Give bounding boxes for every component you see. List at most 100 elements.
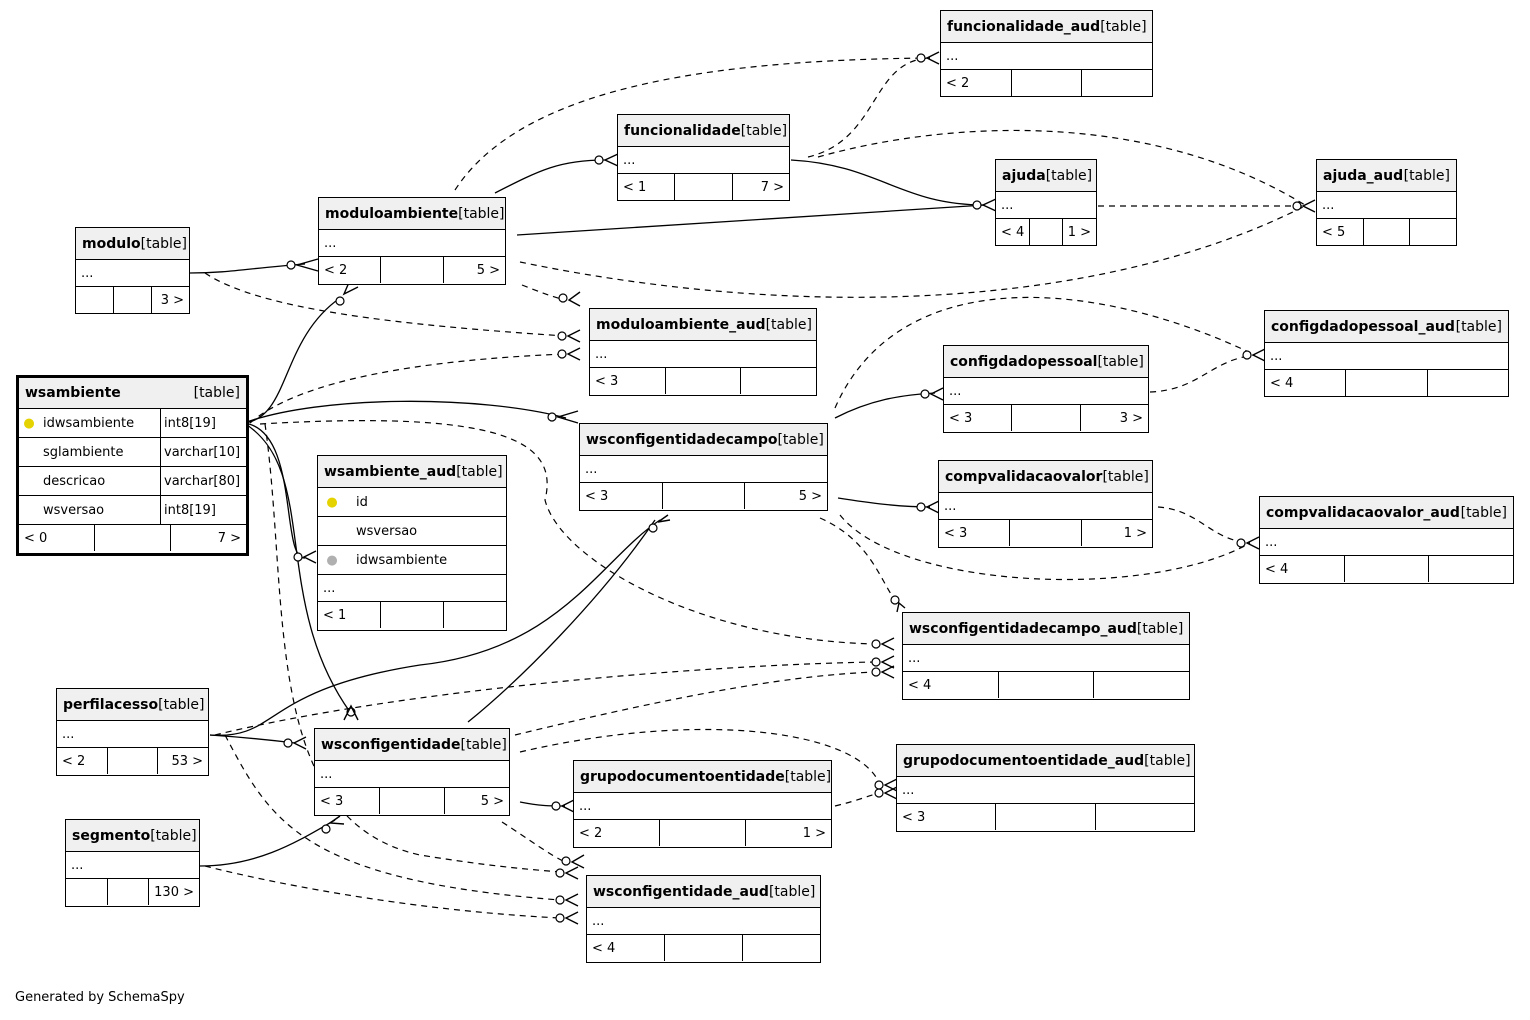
children-count[interactable] [1428,556,1513,582]
table-footer: < 2 [941,70,1152,96]
table-name: configdadopessoal [950,353,1098,370]
table-grupodocumentoentidade-aud[interactable]: grupodocumentoentidade_aud[table]...< 3 [896,744,1195,832]
table-footer: < 4 [1260,556,1513,582]
table-wsambiente-aud[interactable]: wsambiente_aud [table] ● id wsversao ● i… [317,455,507,631]
column-type: int8[19] [160,409,246,437]
column-name: sglambiente [43,444,124,460]
children-count[interactable] [1081,70,1152,96]
table-footer: < 1 [318,602,506,628]
children-count[interactable]: 5 > [444,788,509,814]
children-count[interactable]: 53 > [157,748,208,774]
table-kind: [table] [1097,353,1144,370]
table-compvalidacaovalor-aud[interactable]: compvalidacaovalor_aud[table]...< 4 [1259,496,1514,584]
table-header: funcionalidade_aud[table] [941,11,1152,43]
table-header: perfilacesso[table] [57,689,208,721]
parents-count[interactable]: < 2 [579,825,603,841]
column-row[interactable]: descricao varchar[80] [19,467,246,496]
parents-count[interactable]: < 3 [595,373,619,389]
table-header: moduloambiente[table] [319,198,505,230]
column-row[interactable]: ● idwsambiente [318,546,506,575]
parents-count[interactable]: < 3 [944,525,968,541]
table-header: funcionalidade[table] [618,115,789,147]
table-moduloambiente-aud[interactable]: moduloambiente_aud[table]...< 3 [589,308,817,396]
table-ajuda-aud[interactable]: ajuda_aud[table]...< 5 [1316,159,1457,246]
table-name: wsconfigentidade [321,736,461,753]
children-count[interactable]: 1 > [1061,219,1096,245]
children-count[interactable] [740,368,816,394]
table-name: wsambiente [25,385,121,401]
edge-wsconfigentidade-grupodocumentoentidade-aud [519,728,881,786]
children-count[interactable] [742,935,820,961]
children-count[interactable]: 5 > [442,257,505,283]
children-count[interactable] [1094,804,1194,830]
parents-count[interactable]: < 2 [946,75,970,91]
column-name: wsversao [43,502,105,518]
children-count[interactable]: 1 > [745,820,831,846]
column-row[interactable]: wsversao [318,517,506,546]
table-wsconfigentidade-aud[interactable]: wsconfigentidade_aud[table]...< 4 [586,875,821,963]
children-count[interactable] [443,602,506,628]
edge-wsconfigentidade-wsconfigentidadecampo-aud [514,671,876,736]
table-wsconfigentidadecampo-aud[interactable]: wsconfigentidadecampo_aud[table]...< 4 [902,612,1190,700]
table-funcionalidade-aud[interactable]: funcionalidade_aud[table]...< 2 [940,10,1153,97]
parents-count[interactable]: < 4 [1265,561,1289,577]
table-segmento[interactable]: segmento[table]...130 > [65,819,200,907]
parents-count[interactable]: < 4 [908,677,932,693]
parents-count[interactable]: < 2 [324,262,348,278]
parents-count[interactable] [76,287,113,313]
parents-count[interactable]: < 2 [62,753,86,769]
table-name: funcionalidade_aud [947,18,1101,35]
parents-count[interactable]: < 4 [1001,224,1025,240]
parents-count[interactable]: < 0 [24,530,48,546]
parents-count[interactable] [66,879,107,905]
parents-count[interactable]: < 5 [1322,224,1346,240]
table-name: compvalidacaovalor [945,468,1103,485]
table-header: wsconfigentidade_aud[table] [587,876,820,908]
parents-count[interactable]: < 1 [623,179,647,195]
column-row[interactable]: ● idwsambiente int8[19] [19,409,246,438]
children-count[interactable]: 5 > [744,483,827,509]
table-footer: < 4 [587,935,820,961]
children-count[interactable]: 130 > [148,879,199,905]
column-row[interactable]: sglambiente varchar[10] [19,438,246,467]
parents-count[interactable]: < 3 [949,410,973,426]
children-count[interactable]: 3 > [1079,405,1148,431]
more-columns-ellipsis: ... [318,575,506,602]
table-modulo[interactable]: modulo[table]...3 > [75,227,190,314]
children-count[interactable]: 1 > [1080,520,1152,546]
parents-count[interactable]: < 3 [320,793,344,809]
table-footer: < 1 7 > [618,174,789,200]
table-name: grupodocumentoentidade_aud [903,752,1145,769]
parents-count[interactable]: < 3 [585,488,609,504]
edge-wsambiente-wsconfigentidadecampo [243,400,567,424]
edge-wsconfigentidadecampo-configdadopessoal-aud [834,296,1256,409]
children-count[interactable] [1426,370,1508,396]
parents-count[interactable]: < 3 [902,809,926,825]
children-count[interactable] [1409,219,1456,245]
children-count[interactable]: 7 > [170,525,246,551]
column-row[interactable]: ● id [318,488,506,517]
children-count[interactable] [1093,672,1189,698]
table-header: ajuda[table] [996,160,1096,192]
parents-count[interactable]: < 4 [592,940,616,956]
table-kind: [table] [193,385,240,401]
children-count[interactable]: 3 > [151,287,189,313]
column-row[interactable]: wsversao int8[19] [19,496,246,525]
children-count[interactable]: 7 > [731,174,789,200]
parents-count[interactable]: < 4 [1270,375,1294,391]
table-configdadopessoal-aud[interactable]: configdadopessoal_aud[table]...< 4 [1264,310,1509,397]
table-header: ajuda_aud[table] [1317,160,1456,192]
edge-moduloambiente-ajuda [516,204,986,236]
parents-count[interactable]: < 1 [323,607,347,623]
table-wsambiente[interactable]: wsambiente [table] ● idwsambiente int8[1… [16,375,249,556]
column-name: idwsambiente [356,552,448,568]
